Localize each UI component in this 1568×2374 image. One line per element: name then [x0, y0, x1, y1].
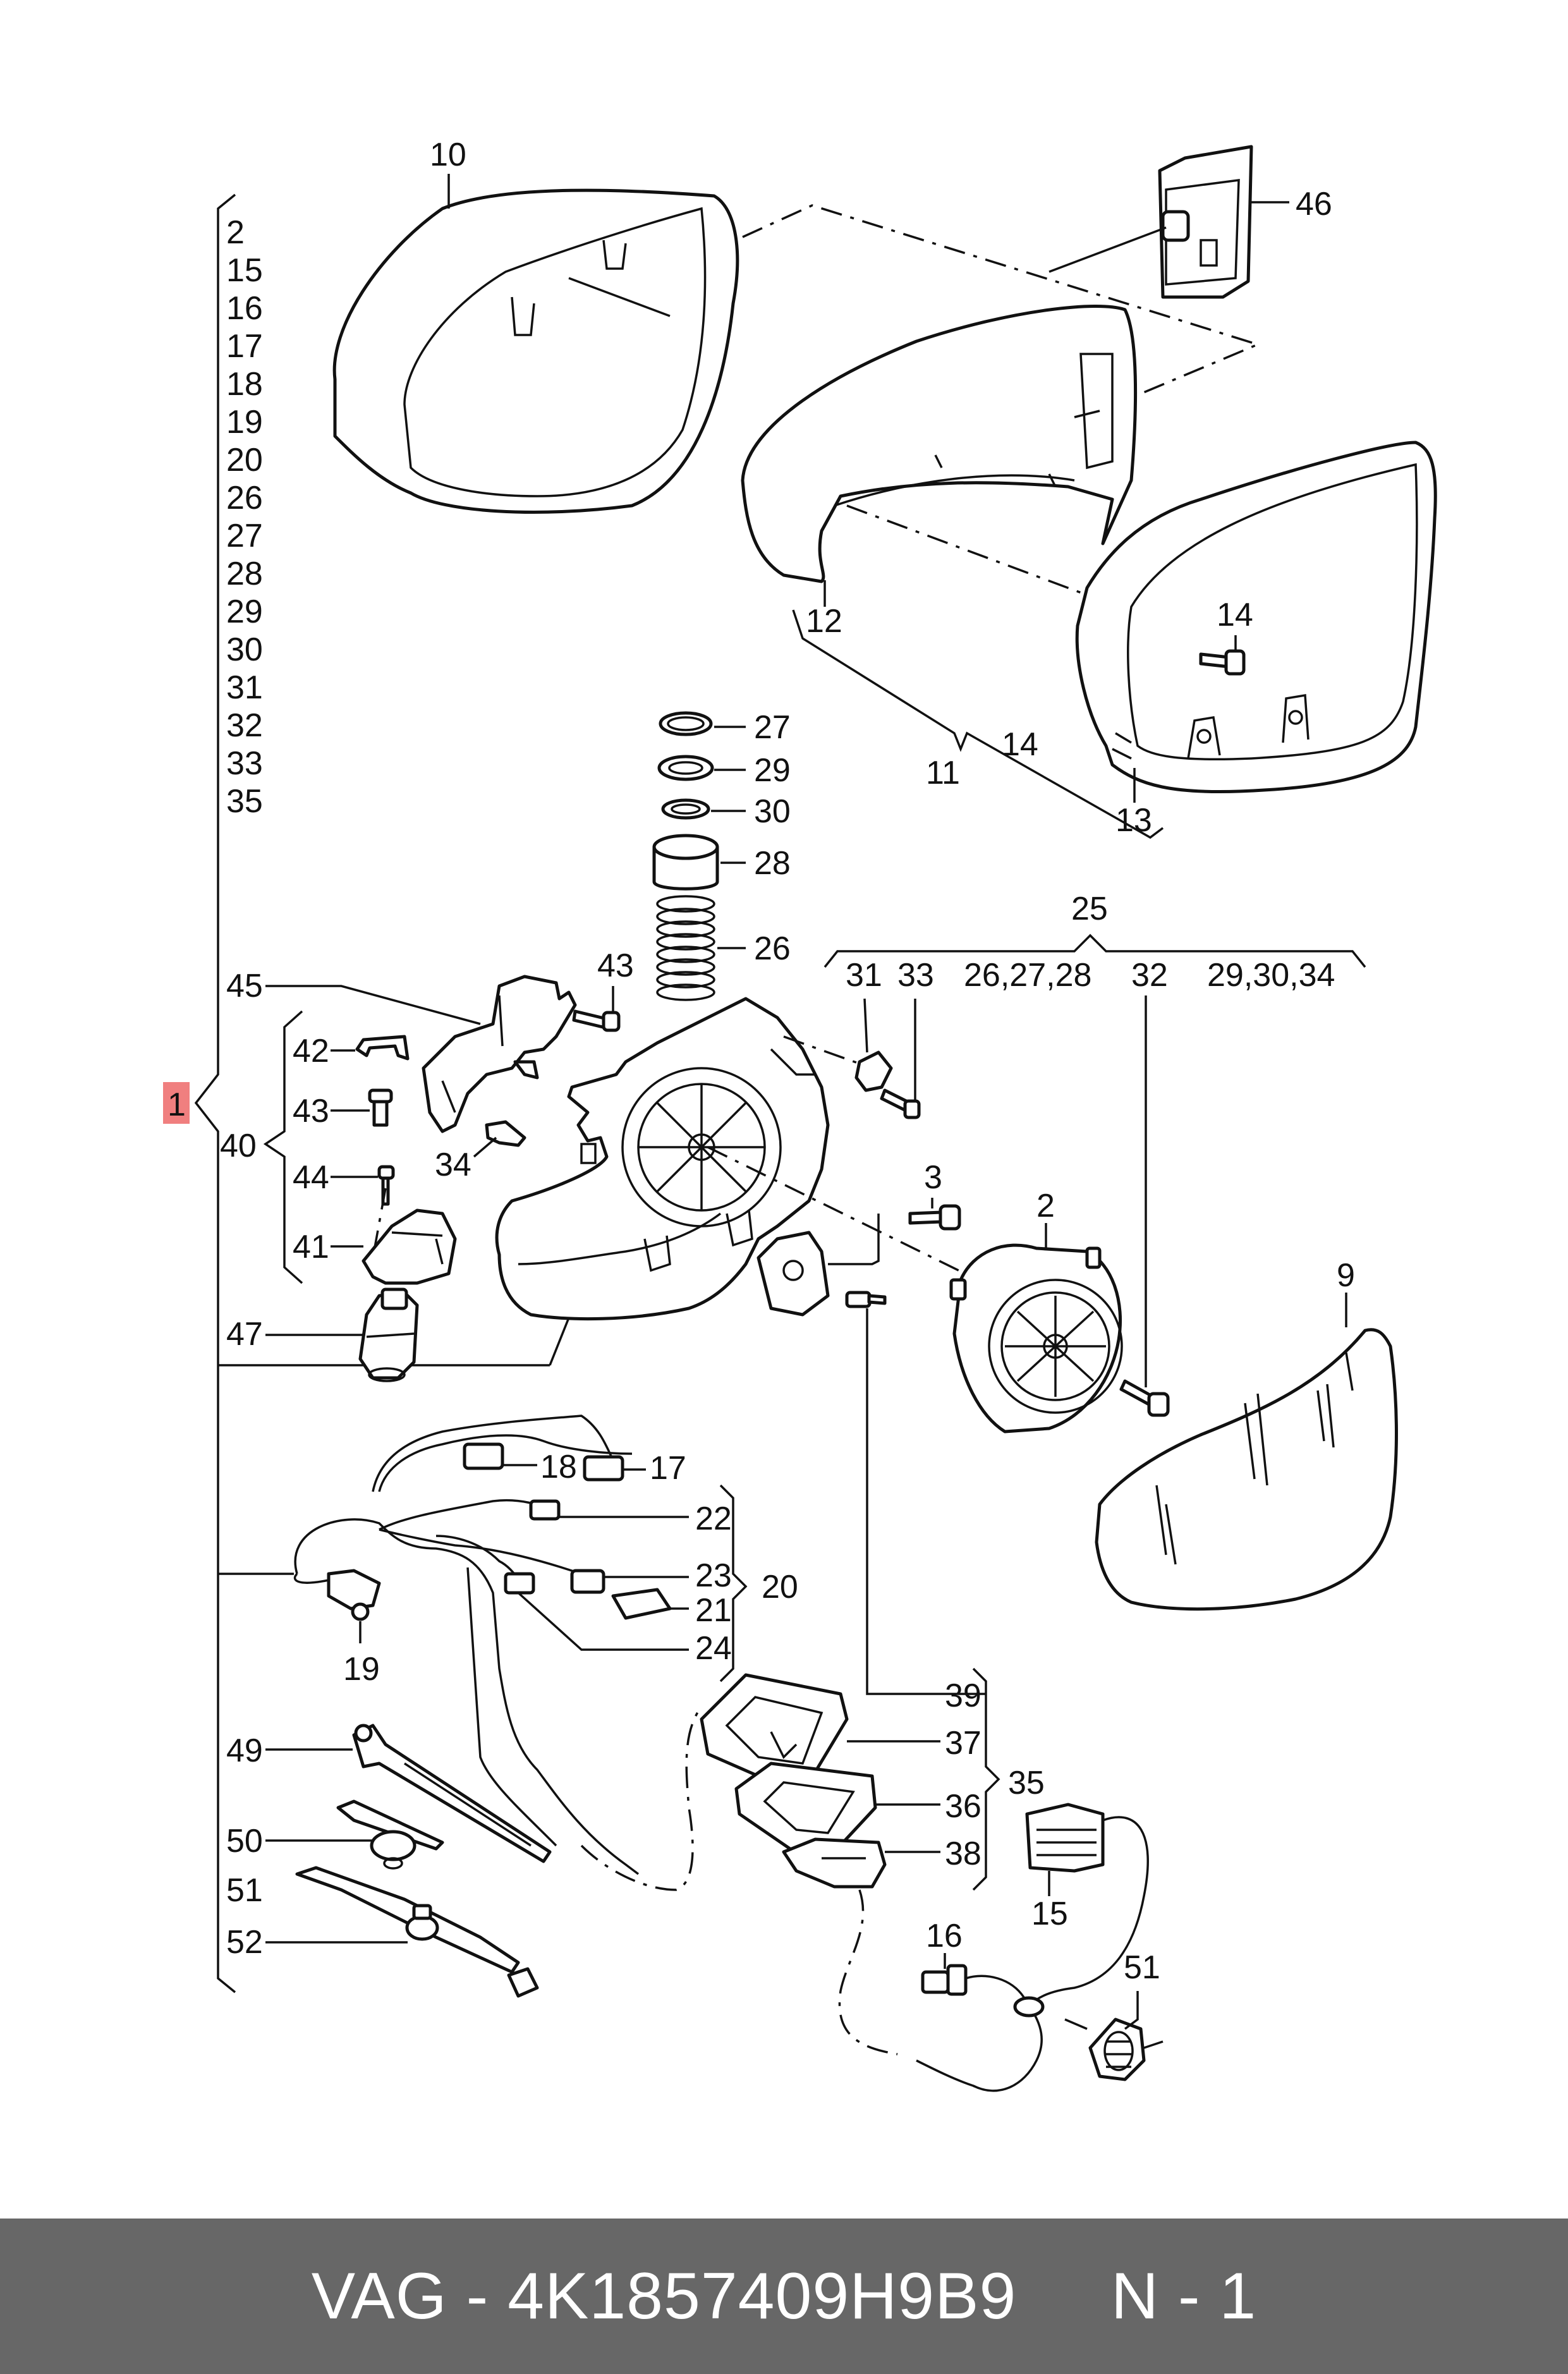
main-list-item: 27 — [226, 518, 263, 554]
label-32: 32 — [1131, 957, 1168, 994]
label-47: 47 — [226, 1316, 263, 1353]
clip-50: 50 — [226, 1799, 444, 1870]
grommet-51: 51 — [1064, 1949, 1164, 2081]
label-43: 43 — [293, 1093, 329, 1129]
main-list-item: 26 — [226, 480, 263, 516]
label-44: 44 — [293, 1159, 329, 1196]
label-10: 10 — [430, 137, 466, 173]
label-16: 16 — [926, 1918, 963, 1954]
label-52: 52 — [226, 1924, 263, 1961]
cable-tie-49: 49 — [226, 1724, 552, 1863]
label-3: 3 — [924, 1159, 942, 1196]
label-50: 50 — [226, 1823, 263, 1860]
label-33: 33 — [897, 957, 934, 994]
main-list-item: 28 — [226, 556, 263, 592]
part-number-caption: VAG - 4K1857409H9B9 N - 1 — [311, 2259, 1257, 2333]
label-35: 35 — [1008, 1765, 1045, 1801]
label-14-bracket: 14 — [1002, 726, 1038, 763]
mirror-cap-10: 10 — [332, 137, 739, 514]
main-list-item: 33 — [226, 745, 263, 782]
spring-stack: 27 29 30 28 26 — [652, 709, 791, 1001]
adjustment-set-25: 25 31 33 26,27,28 32 29,30,34 — [824, 891, 1366, 994]
label-9: 9 — [1337, 1257, 1355, 1294]
main-list-item: 29 — [226, 594, 263, 630]
screw-3: 3 — [908, 1159, 961, 1231]
label-51-left: 51 — [226, 1872, 263, 1909]
label-12: 12 — [806, 603, 842, 640]
wiring-harness: 18 17 22 23 24 21 20 19 — [218, 1415, 798, 1875]
label-38: 38 — [945, 1835, 982, 1872]
bracket-45: 45 43 — [226, 947, 634, 1133]
clip-31 — [854, 998, 893, 1092]
screw-39 — [845, 1291, 986, 1695]
tie-52: 52 — [226, 1904, 539, 1998]
label-27: 27 — [754, 709, 791, 746]
connector-16: 16 — [916, 1918, 1045, 2092]
mirror-cap-12: 12 — [741, 304, 1138, 640]
label-18: 18 — [540, 1449, 577, 1485]
main-parts-list: 2 15 16 17 18 19 20 26 27 28 29 30 31 32… — [226, 214, 263, 820]
mirror-glass-9: 9 — [1095, 1257, 1398, 1611]
strap-51: 51 — [226, 1866, 520, 1974]
subassembly-40: 40 42 43 44 41 34 47 — [220, 1010, 526, 1382]
label-37: 37 — [945, 1725, 982, 1762]
light-assembly-35: 39 37 36 38 35 — [580, 1667, 1045, 2055]
label-21: 21 — [695, 1592, 732, 1629]
label-19: 19 — [343, 1651, 380, 1688]
main-list-item: 19 — [226, 404, 263, 441]
mirror-housing-13: 14 13 — [1075, 441, 1437, 839]
label-31: 31 — [846, 957, 882, 994]
label-26-27-28: 26,27,28 — [964, 957, 1091, 994]
main-list-item: 35 — [226, 783, 263, 820]
main-marker-box — [163, 1082, 190, 1124]
mirror-base-housing — [218, 997, 1075, 1367]
label-28: 28 — [754, 845, 791, 882]
label-36: 36 — [945, 1788, 982, 1825]
label-51-right: 51 — [1124, 1949, 1160, 1986]
label-25: 25 — [1071, 891, 1108, 927]
label-20: 20 — [762, 1569, 798, 1605]
connector-15: 15 — [1023, 1803, 1149, 2011]
label-22: 22 — [695, 1500, 732, 1537]
label-14-screw: 14 — [1217, 597, 1253, 633]
main-list-item: 30 — [226, 631, 263, 668]
label-40: 40 — [220, 1128, 257, 1164]
label-11: 11 — [926, 755, 960, 791]
main-assembly-bracket: 1 — [163, 193, 236, 1994]
label-30: 30 — [754, 793, 791, 830]
footer-bar: VAG - 4K1857409H9B9 N - 1 — [0, 2219, 1568, 2374]
screw-32 — [1119, 995, 1170, 1417]
label-23: 23 — [695, 1557, 732, 1594]
main-list-item: 20 — [226, 442, 263, 478]
label-15: 15 — [1031, 1896, 1068, 1932]
label-46: 46 — [1296, 186, 1332, 222]
label-29-30-34: 29,30,34 — [1207, 957, 1335, 994]
label-2: 2 — [1036, 1188, 1055, 1224]
sensor-46: 46 — [1048, 145, 1332, 299]
main-list-item: 18 — [226, 366, 263, 403]
label-42: 42 — [293, 1033, 329, 1069]
bracket-11: 11 14 — [792, 609, 1164, 839]
label-26: 26 — [754, 930, 791, 967]
label-17: 17 — [650, 1450, 686, 1487]
main-list-item: 16 — [226, 290, 263, 327]
main-list-item: 15 — [226, 252, 263, 289]
label-49: 49 — [226, 1732, 263, 1769]
motor-2: 2 — [949, 1188, 1123, 1434]
label-39: 39 — [945, 1677, 982, 1714]
main-list-item: 2 — [226, 214, 245, 251]
screw-33 — [880, 999, 921, 1119]
exploded-parts-diagram: 1 2 15 16 17 18 19 20 26 27 28 29 30 31 … — [163, 137, 1437, 2092]
label-41: 41 — [293, 1229, 329, 1265]
main-list-item: 32 — [226, 707, 263, 744]
main-list-item: 31 — [226, 669, 263, 706]
main-marker-label: 1 — [167, 1087, 186, 1123]
label-45: 45 — [226, 968, 263, 1004]
label-29: 29 — [754, 752, 791, 789]
label-24: 24 — [695, 1630, 732, 1667]
label-34: 34 — [435, 1147, 471, 1183]
label-43-top: 43 — [597, 947, 634, 984]
main-list-item: 17 — [226, 328, 263, 365]
